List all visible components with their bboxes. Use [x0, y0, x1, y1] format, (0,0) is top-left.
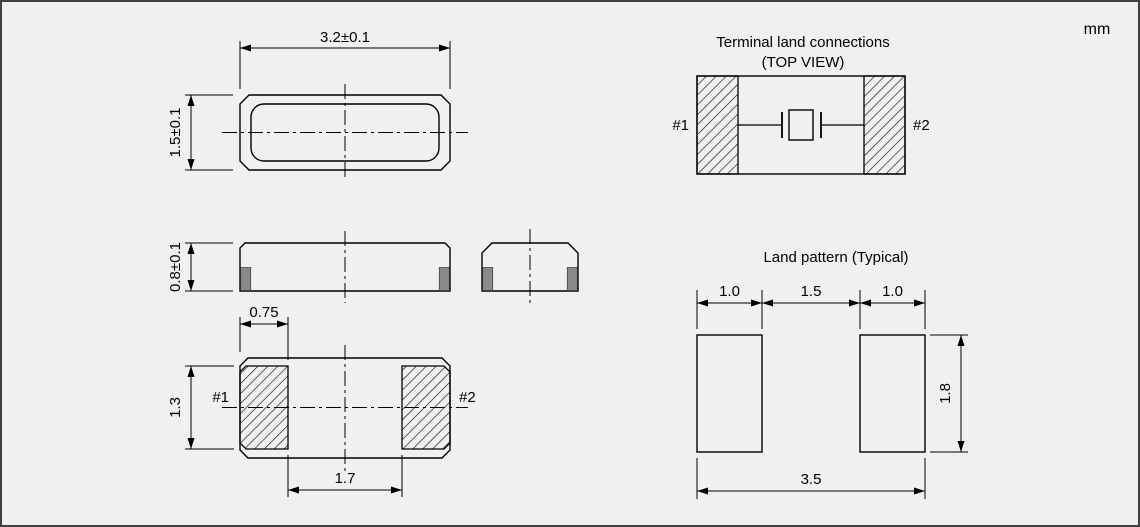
- terminal-pad-2: [401, 365, 451, 450]
- terminal-2-label: #2: [913, 117, 930, 134]
- dimension-width: 3.2±0.1: [239, 29, 451, 89]
- terminal-land-connections: Terminal land connections (TOP VIEW) #1 …: [672, 34, 930, 175]
- side-outline: [239, 242, 451, 292]
- land-pad-2: [859, 334, 926, 453]
- section-title: Land pattern (Typical): [763, 249, 908, 266]
- units-label: mm: [1084, 21, 1111, 38]
- section-title: Terminal land connections: [716, 34, 889, 51]
- dimension-label-width: 3.2±0.1: [320, 29, 370, 46]
- dimension-pad-height: 1.8: [930, 334, 968, 453]
- dimension-label-pad-width: 0.75: [249, 304, 278, 321]
- dimension-label-total-width: 3.5: [801, 471, 822, 488]
- dimension-label-thickness: 0.8±0.1: [167, 242, 184, 292]
- package-lid-outline: [250, 103, 440, 162]
- dimension-pad-gap: 1.7: [287, 455, 403, 497]
- dimension-pad-width: 0.75: [239, 304, 289, 360]
- dimension-thickness: 0.8±0.1: [167, 242, 233, 292]
- dimension-label-pad-height: 1.3: [167, 397, 184, 418]
- terminal-pad-1: [239, 365, 289, 450]
- terminal-metallization-right: [438, 267, 450, 291]
- dimension-total-width: 3.5: [696, 458, 926, 499]
- bottom-view: #1 #2 0.75 1.3 1.7: [167, 304, 476, 497]
- crystal-symbol-icon: [738, 109, 864, 141]
- end-outline: [481, 242, 579, 292]
- dimension-label-pad-gap: 1.7: [335, 470, 356, 487]
- dimension-label-pad-height: 1.8: [937, 383, 954, 404]
- terminal-pad-2: [863, 75, 906, 175]
- terminal-2-label: #2: [459, 389, 476, 406]
- dimension-top-row: 1.0 1.5 1.0: [696, 283, 926, 329]
- top-view: 3.2±0.1 1.5±0.1: [167, 29, 468, 181]
- dimension-label-pad2-width: 1.0: [882, 283, 903, 300]
- section-subtitle: (TOP VIEW): [762, 54, 845, 71]
- terminal-1-label: #1: [212, 389, 229, 406]
- terminal-1-label: #1: [672, 117, 689, 134]
- dimension-height: 1.5±0.1: [167, 94, 233, 171]
- package-outline: [239, 94, 451, 171]
- terminal-metallization-right: [566, 267, 578, 291]
- end-view: [481, 229, 579, 307]
- terminal-metallization-left: [482, 267, 494, 291]
- land-pad-1: [696, 334, 763, 453]
- side-view: 0.8±0.1: [167, 231, 451, 303]
- terminal-metallization-left: [240, 267, 252, 291]
- dimension-pad-height: 1.3: [167, 365, 234, 450]
- crystal-body: [788, 109, 814, 141]
- dimension-label-pad1-width: 1.0: [719, 283, 740, 300]
- dimension-label-gap: 1.5: [801, 283, 822, 300]
- terminal-pad-1: [696, 75, 739, 175]
- dimension-label-height: 1.5±0.1: [167, 108, 184, 158]
- land-pattern: Land pattern (Typical) 1.0 1.5 1.0 1.8 3…: [696, 249, 968, 499]
